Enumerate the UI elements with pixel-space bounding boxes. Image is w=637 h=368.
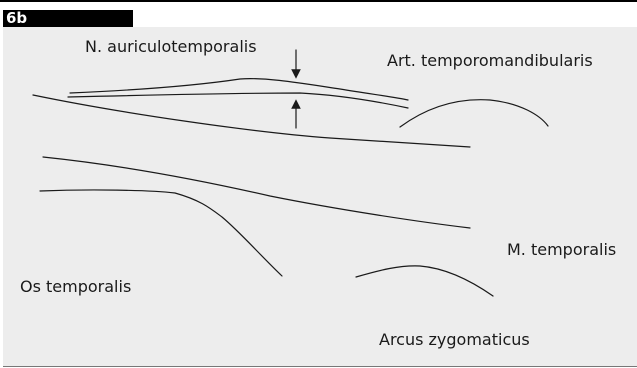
arch-label: Arcus zygomaticus bbox=[379, 331, 530, 349]
nerve-label: N. auriculotemporalis bbox=[85, 38, 257, 56]
bone-label: Os temporalis bbox=[20, 278, 131, 296]
nerve-lower-line bbox=[68, 93, 408, 108]
temporalis-lower-line bbox=[40, 190, 282, 276]
muscle-label: M. temporalis bbox=[507, 241, 616, 259]
zygomatic-arch-curve bbox=[356, 266, 493, 296]
temporalis-upper-line bbox=[43, 157, 470, 228]
upper-tissue-line bbox=[33, 95, 470, 147]
nerve-upper-line bbox=[70, 79, 408, 100]
artery-label: Art. temporomandibularis bbox=[387, 52, 593, 70]
artery-curve bbox=[400, 100, 548, 127]
bottom-rule bbox=[3, 366, 637, 367]
